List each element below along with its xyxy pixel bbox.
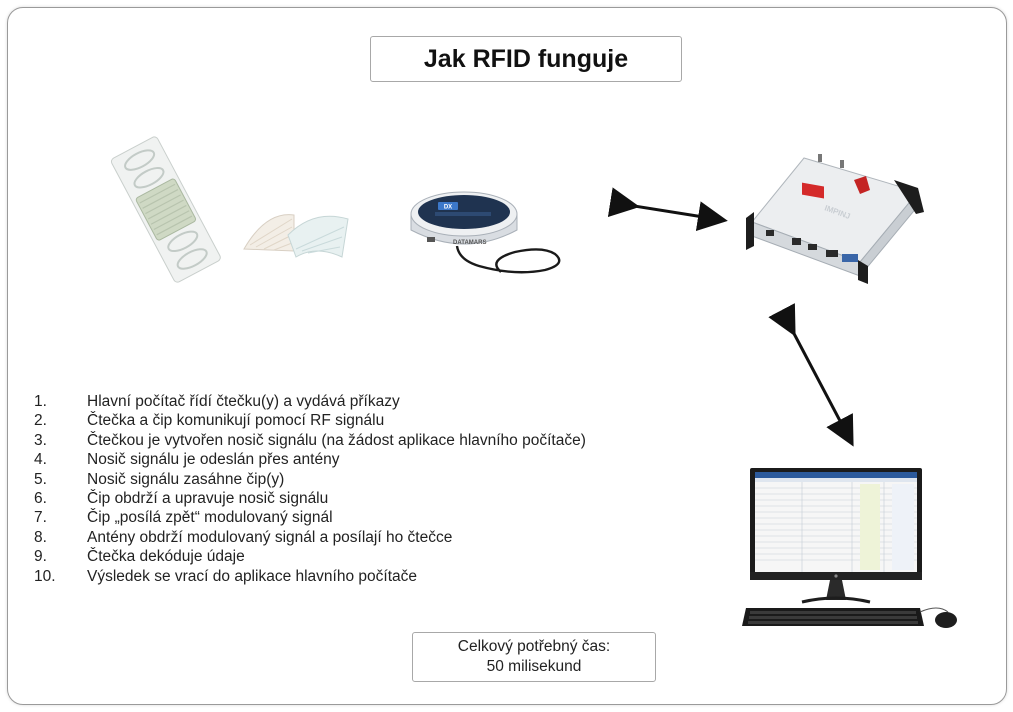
step-text: Nosič signálu zasáhne čip(y) <box>87 470 285 488</box>
step-text: Čtečka a čip komunikují pomocí RF signál… <box>87 412 385 430</box>
total-time-box: Celkový potřebný čas: 50 milisekund <box>412 632 656 682</box>
step-number: 4. <box>34 451 47 469</box>
step-text: Nosič signálu je odeslán přes antény <box>87 451 340 469</box>
list-item: 8. Antény obdrží modulovaný signál a posí… <box>34 528 734 547</box>
antenna-badge-label: DX <box>444 205 452 211</box>
step-number: 5. <box>34 470 47 488</box>
host-computer-image <box>742 468 957 628</box>
list-item: 3. Čtečkou je vytvořen nosič signálu (na … <box>34 431 734 450</box>
diagram-title: Jak RFID funguje <box>423 44 629 73</box>
list-item: 6. Čip obdrží a upravuje nosič signálu <box>34 489 734 508</box>
rfid-tag-strip-image <box>110 136 221 283</box>
step-number: 7. <box>34 509 47 527</box>
step-text: Čtečkou je vytvořen nosič signálu (na žá… <box>87 431 586 449</box>
list-item: 1. Hlavní počítač řídí čtečku(y) a vydává… <box>34 392 734 411</box>
antenna-image: DX DATAMARS <box>410 191 561 274</box>
list-item: 5. Nosič signálu zasáhne čip(y) <box>34 470 734 489</box>
list-item: 10. Výsledek se vrací do aplikace hlavníh… <box>34 567 734 586</box>
rfid-reader-image: IMPINJ <box>746 154 924 284</box>
step-number: 6. <box>34 490 47 508</box>
rfid-wedge-tags-image <box>243 214 349 258</box>
step-number: 10. <box>34 567 56 585</box>
list-item: 7. Čip „posílá zpět“ modulovaný signál <box>34 508 734 527</box>
step-text: Čip „posílá zpět“ modulovaný signál <box>87 509 333 527</box>
step-number: 3. <box>34 431 47 449</box>
step-number: 8. <box>34 528 47 546</box>
step-text: Antény obdrží modulovaný signál a posíla… <box>87 528 453 546</box>
step-number: 1. <box>34 393 47 410</box>
step-text: Výsledek se vrací do aplikace hlavního p… <box>87 567 417 585</box>
step-text: Hlavní počítač řídí čtečku(y) a vydává p… <box>87 393 400 410</box>
step-number: 9. <box>34 548 47 566</box>
process-steps-list: 1. Hlavní počítač řídí čtečku(y) a vydává… <box>34 392 734 586</box>
list-item: 2. Čtečka a čip komunikují pomocí RF sign… <box>34 411 734 430</box>
total-time-label: Celkový potřebný čas: <box>457 638 611 655</box>
antenna-brand-label: DATAMARS <box>453 240 486 246</box>
title-box: Jak RFID funguje <box>370 36 682 82</box>
step-text: Čtečka dekóduje údaje <box>87 548 245 566</box>
total-time-value: 50 milisekund <box>486 658 582 675</box>
step-number: 2. <box>34 412 47 430</box>
step-text: Čip obdrží a upravuje nosič signálu <box>87 490 329 508</box>
list-item: 4. Nosič signálu je odeslán přes antény <box>34 450 734 469</box>
list-item: 9. Čtečka dekóduje údaje <box>34 547 734 566</box>
